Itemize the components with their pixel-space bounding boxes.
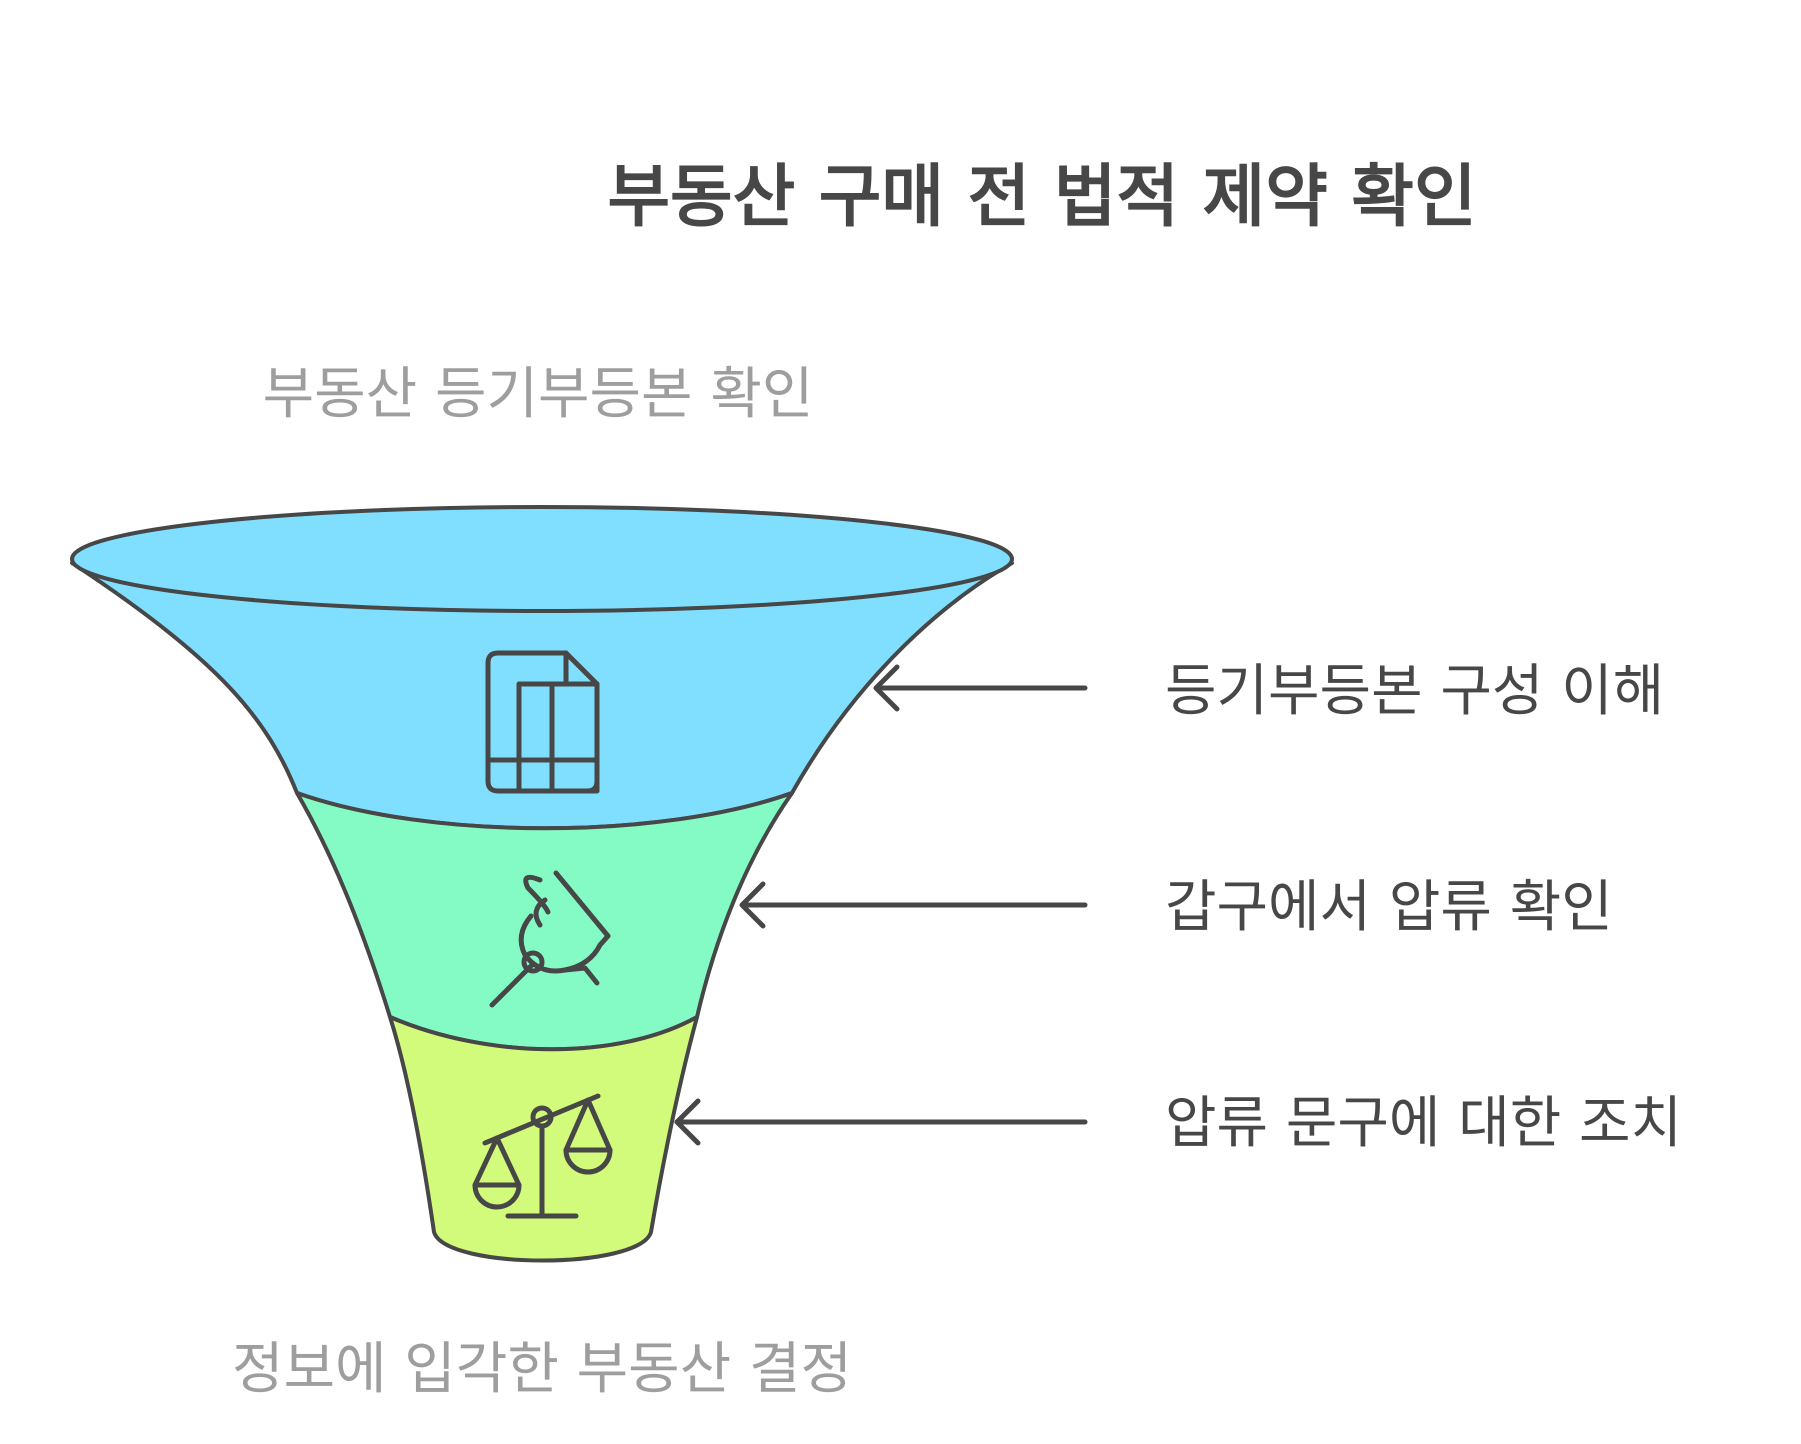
funnel-stage-2 <box>295 791 794 1052</box>
bottom-caption: 정보에 입각한 부동산 결정 <box>232 1337 852 1402</box>
arrow-stage-1 <box>873 664 1088 712</box>
top-caption: 부동산 등기부등본 확인 <box>263 362 814 427</box>
stage-1-label: 등기부등본 구성 이해 <box>1165 659 1664 724</box>
document-icon <box>485 650 600 794</box>
funnel-rim <box>70 505 1014 613</box>
arrow-stage-3 <box>674 1098 1088 1146</box>
stage-3-label: 압류 문구에 대한 조치 <box>1165 1091 1682 1156</box>
arrow-stage-2 <box>739 881 1088 929</box>
pin-hand-icon <box>489 870 611 1008</box>
scales-icon <box>472 1093 613 1219</box>
diagram-title: 부동산 구매 전 법적 제약 확인 <box>607 158 1476 237</box>
stage-2-label: 갑구에서 압류 확인 <box>1165 875 1613 940</box>
